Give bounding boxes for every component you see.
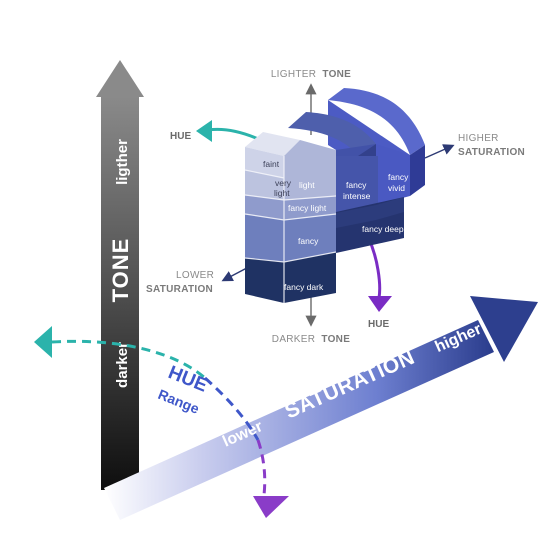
- faint-face: [245, 147, 284, 178]
- saturation-axis: SATURATION lower higher: [104, 296, 538, 520]
- cell-faint: faint: [263, 159, 280, 169]
- higher-saturation-line2: SATURATION: [458, 147, 525, 158]
- deep-front: [336, 197, 404, 228]
- lower-saturation-line2: SATURATION: [146, 284, 213, 295]
- lower-saturation-line1: LOWER: [176, 270, 214, 281]
- compass-higher-saturation: HIGHER SATURATION: [424, 133, 525, 159]
- tone-axis: TONE ligther darker: [96, 60, 144, 490]
- light-face: [284, 140, 336, 200]
- saturation-arrow-shaft: [104, 320, 494, 520]
- cell-fancy-intense-1: fancy: [346, 180, 367, 190]
- cell-fancy-vivid-2: vivid: [388, 183, 405, 193]
- hue-purple-arrowhead: [253, 496, 289, 518]
- very-light-face: [245, 170, 284, 200]
- higher-saturation-line1: HIGHER: [458, 133, 499, 144]
- hue-compass-bottom-label: HUE: [368, 319, 389, 330]
- tone-high-label: ligther: [114, 139, 131, 185]
- vivid-front-face: [376, 144, 410, 205]
- intense-top: [288, 112, 376, 156]
- compass-lower-saturation: LOWER SATURATION: [146, 259, 263, 295]
- fancy-light-face: [245, 195, 336, 220]
- cell-light: light: [299, 180, 315, 190]
- cell-fancy: fancy: [298, 236, 319, 246]
- cell-fancy-dark: fancy dark: [284, 282, 324, 292]
- svg-text:LIGHTER TONE: LIGHTER TONE: [271, 69, 351, 80]
- tone-arrow-head: [96, 60, 144, 97]
- tone-low-label: darker: [114, 342, 131, 388]
- saturation-arrow-head: [470, 296, 538, 362]
- vivid-right-side: [410, 145, 425, 196]
- fancy-face: [245, 214, 336, 262]
- color-block: faint very light light fancy light fancy…: [244, 88, 425, 303]
- lighter-tone-strong: TONE: [322, 69, 351, 80]
- darker-tone-prefix: DARKER: [272, 334, 315, 345]
- svg-text:DARKER TONE: DARKER TONE: [272, 334, 350, 345]
- cell-fancy-vivid-1: fancy: [388, 172, 409, 182]
- hue-teal-arrowhead: [34, 326, 52, 358]
- tone-title: TONE: [108, 238, 133, 303]
- tone-arrow-shaft: [101, 96, 139, 490]
- lighter-tone-prefix: LIGHTER: [271, 69, 316, 80]
- cell-fancy-light: fancy light: [288, 203, 327, 213]
- compass-hue-teal: HUE: [170, 120, 266, 144]
- cell-very-light-1: very: [275, 178, 292, 188]
- hue-compass-top-label: HUE: [170, 131, 191, 142]
- main-left-col-top: [245, 132, 300, 156]
- darker-tone-strong: TONE: [321, 334, 350, 345]
- cell-fancy-intense-2: intense: [343, 191, 371, 201]
- intense-face: [336, 156, 378, 213]
- cell-fancy-deep: fancy deep: [362, 224, 404, 234]
- fancy-dark-face: [245, 252, 336, 303]
- vivid-top: [328, 88, 425, 155]
- cell-very-light-2: light: [274, 188, 290, 198]
